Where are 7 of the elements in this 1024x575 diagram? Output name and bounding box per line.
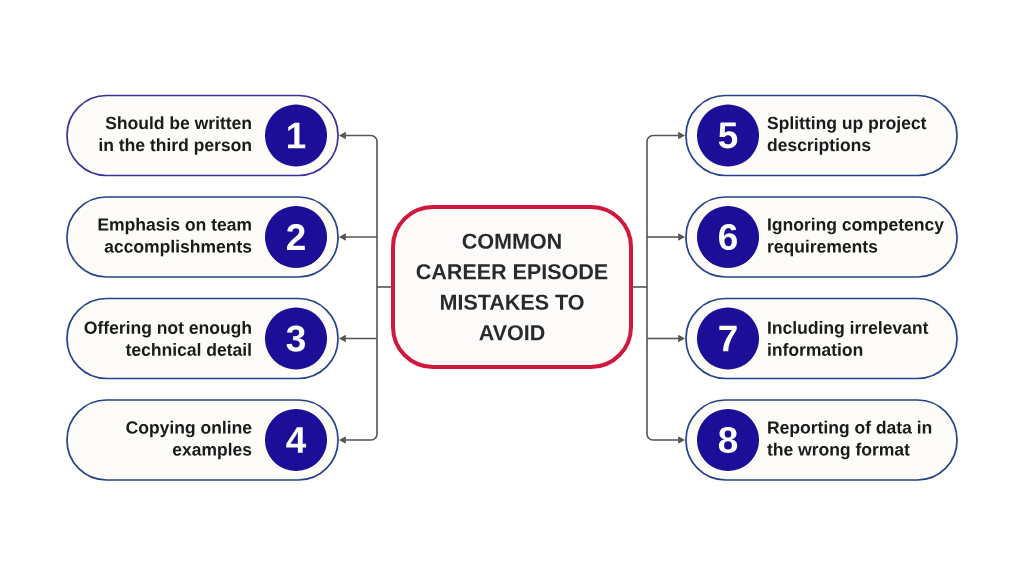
topic-box: COMMON CAREER EPISODE MISTAKES TO AVOID (391, 205, 633, 369)
connector-line (376, 286, 378, 340)
connector-line (376, 286, 392, 288)
connector-line (632, 286, 648, 288)
connector-line (646, 286, 648, 340)
connector-line (646, 236, 648, 288)
connector-line (376, 236, 378, 288)
